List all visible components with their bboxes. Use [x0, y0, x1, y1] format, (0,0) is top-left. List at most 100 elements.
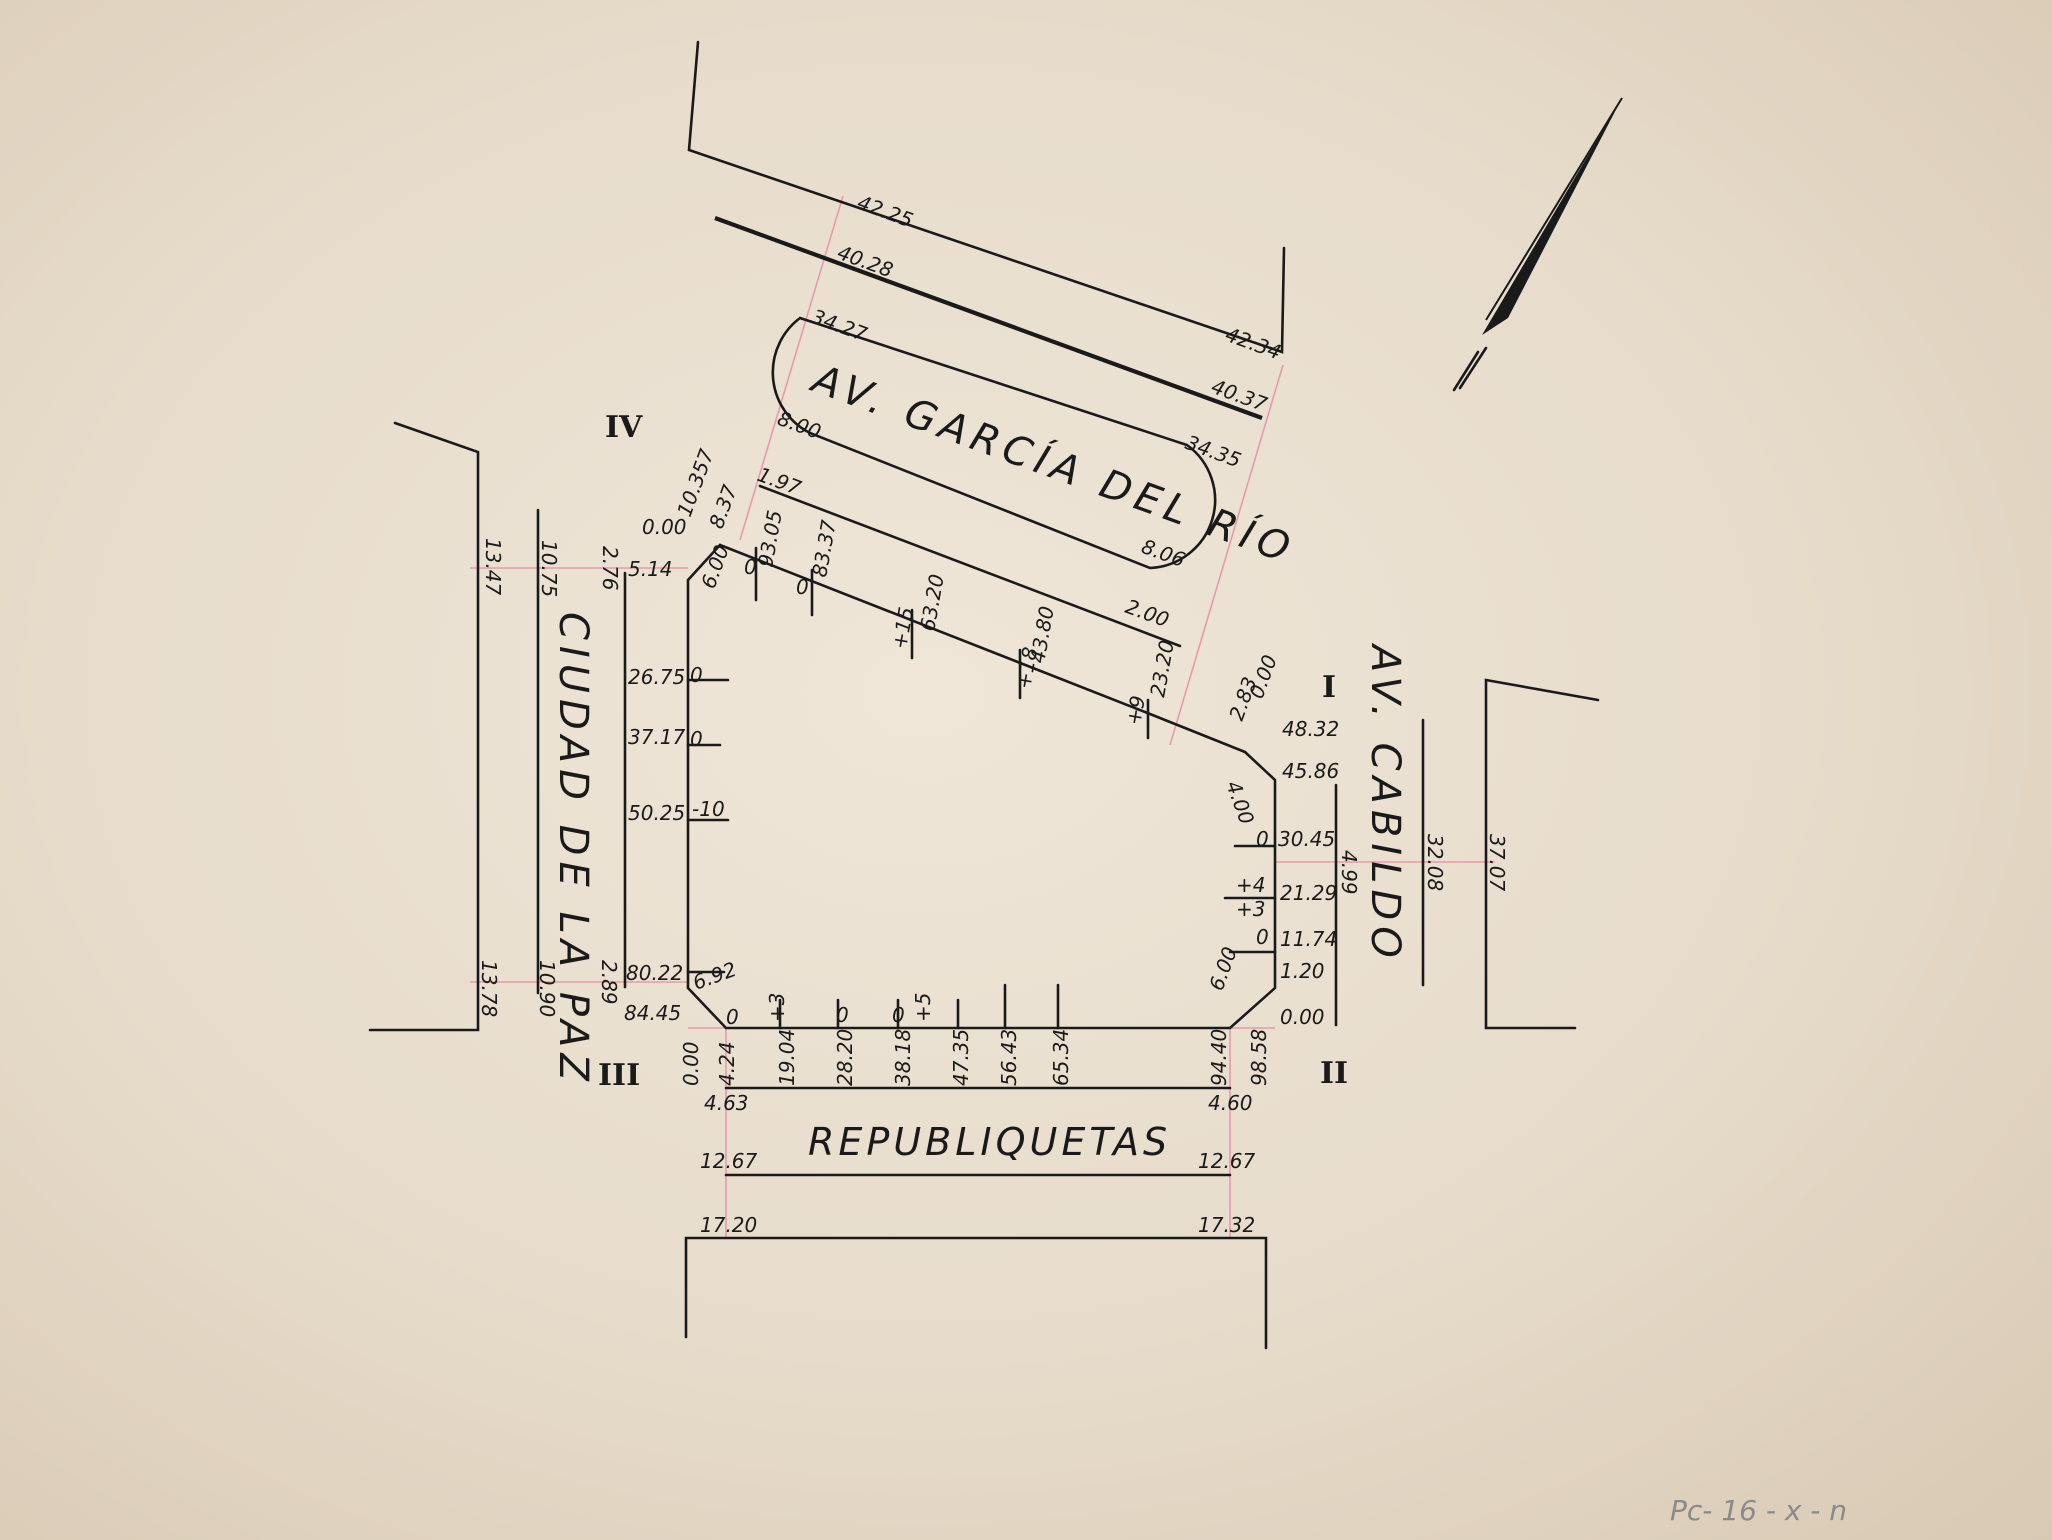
main-block	[686, 543, 1277, 1030]
measure-label: +3	[1236, 897, 1265, 921]
measure-label: 0	[690, 663, 703, 687]
garcia-measurements: 42.25 40.28 34.27 8.00 42.34 40.37 34.35…	[754, 190, 1284, 632]
measure-label: 42.25	[854, 190, 916, 232]
measure-label: 40.28	[834, 240, 896, 282]
republiquetas-measurements: 0.00 4.24 19.04 28.20 38.18 47.35 56.43 …	[679, 993, 1271, 1237]
garcia-del-rio-street	[687, 40, 1286, 754]
measure-label: 30.45	[1278, 827, 1335, 851]
measure-label: +3	[765, 993, 789, 1022]
measure-label: 93.05	[753, 508, 787, 569]
measure-label: 0	[892, 1003, 905, 1027]
measure-label: 17.20	[700, 1213, 757, 1237]
measure-label: 45.86	[1282, 759, 1339, 783]
measure-label: 0	[690, 727, 703, 751]
measure-label: 0.00	[642, 515, 687, 539]
block-corner-III: III	[598, 1058, 640, 1093]
garcia-curb-line	[714, 216, 1263, 420]
measure-label: 56.43	[997, 1029, 1021, 1086]
measure-label: 0.00	[1244, 652, 1282, 702]
block-north-edge	[718, 543, 1247, 754]
measure-label: 13.78	[477, 960, 501, 1017]
measure-label: 0	[796, 575, 809, 599]
measure-label: 12.67	[700, 1149, 758, 1173]
measure-label: 21.29	[1280, 881, 1337, 905]
measure-label: 19.04	[775, 1029, 799, 1086]
ciudad-de-la-paz-street	[368, 421, 627, 1032]
pink-line-west	[739, 195, 844, 541]
measure-label: 0	[1256, 925, 1269, 949]
measure-label: 38.18	[891, 1029, 915, 1086]
north-edge-ticks	[754, 546, 1150, 740]
measure-label: 47.35	[949, 1029, 973, 1086]
cabildo-east-block	[1484, 678, 1600, 1030]
measure-label: 10.90	[535, 960, 559, 1017]
measure-label: +4	[1236, 873, 1265, 897]
measure-label: 4.99	[1337, 850, 1361, 895]
measure-label: 34.35	[1182, 430, 1244, 472]
measure-label: 37.17	[628, 725, 686, 749]
block-corner-I: I	[1322, 670, 1336, 705]
measure-label: 28.20	[833, 1029, 857, 1086]
cabildo-street	[1334, 678, 1600, 1030]
pink-line-east	[1169, 364, 1284, 746]
east-edge-ticks	[1223, 844, 1277, 954]
block-corner-II: II	[1320, 1056, 1348, 1091]
measure-label: 43.80	[1025, 604, 1059, 665]
measure-label: 10.75	[537, 540, 561, 597]
measure-label: 0	[836, 1003, 849, 1027]
garcia-north-block-outline	[687, 40, 1286, 354]
measure-label: 0	[726, 1005, 739, 1029]
measure-label: 8.00	[774, 406, 824, 444]
measure-label: 50.25	[628, 801, 685, 825]
measure-label: 4.00	[1221, 778, 1259, 828]
measure-label: 63.20	[915, 572, 949, 633]
street-name-ciudad-de-la-paz: CIUDAD DE LA PAZ	[550, 612, 596, 1087]
measure-label: 2.76	[598, 546, 622, 591]
north-arrow-tail	[1452, 346, 1488, 392]
garcia-median-island	[771, 316, 1217, 570]
measure-label: +5	[911, 993, 935, 1022]
measure-label: 83.37	[807, 518, 841, 579]
republiquetas-street	[684, 1086, 1268, 1350]
measure-label: 4.24	[715, 1041, 739, 1086]
measure-label: 13.47	[481, 538, 505, 596]
measure-label: 23.20	[1145, 638, 1179, 699]
measure-label: 32.08	[1423, 834, 1447, 891]
measure-label: 26.75	[628, 665, 685, 689]
block-corner-IV: IV	[605, 410, 643, 445]
measure-label: 48.32	[1282, 717, 1339, 741]
measure-label: 12.67	[1198, 1149, 1256, 1173]
measure-label: 6.00	[1204, 944, 1242, 994]
measure-label: 17.32	[1198, 1213, 1255, 1237]
measure-label: 80.22	[626, 961, 683, 985]
ciudad-measurements: 13.47 10.75 2.76 5.14 26.75 37.17 50.25 …	[477, 538, 740, 1029]
main-block-outline	[686, 543, 1277, 1030]
measure-label: 0.00	[1280, 1005, 1325, 1029]
north-arrow-blade	[1482, 98, 1622, 335]
measure-label: 5.14	[628, 557, 673, 581]
measure-label: 6.00	[696, 542, 734, 592]
measure-label: 11.74	[1280, 927, 1337, 951]
repub-south-block	[684, 1236, 1268, 1350]
street-name-republiquetas: REPUBLIQUETAS	[808, 1120, 1171, 1164]
measure-label: 0	[1256, 827, 1269, 851]
measure-label: 42.34	[1222, 322, 1284, 364]
ciudad-west-block	[368, 421, 480, 1032]
measure-label: 94.40	[1207, 1029, 1231, 1086]
measure-label: 34.27	[808, 304, 870, 346]
measure-label: 84.45	[624, 1001, 681, 1025]
measure-label: 4.60	[1208, 1091, 1253, 1115]
measure-label: +9	[1121, 694, 1150, 727]
measure-label: 0	[744, 555, 757, 579]
measure-label: 6.92	[690, 957, 740, 995]
measure-label: -10	[692, 797, 725, 821]
measure-label: 4.63	[704, 1091, 749, 1115]
garcia-south-edge	[758, 484, 1182, 648]
north-arrow-shaft	[1485, 97, 1623, 321]
measure-label: 8.37	[704, 481, 742, 531]
measure-label: 2.89	[597, 960, 621, 1005]
north-arrow	[1452, 97, 1623, 392]
south-edge-ticks	[778, 983, 1060, 1030]
